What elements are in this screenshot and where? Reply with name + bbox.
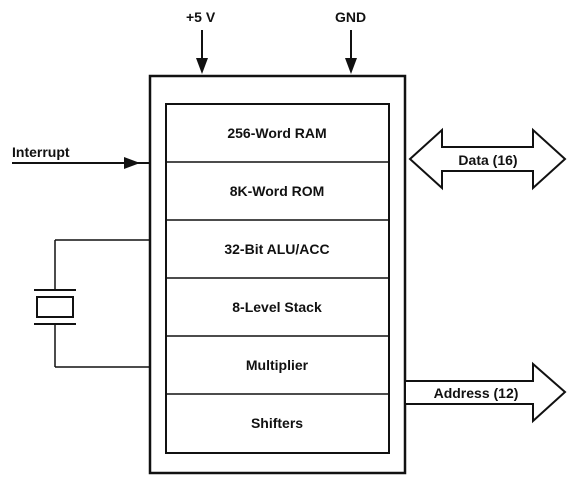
- address-bus-arrow: [404, 361, 567, 424]
- block-ram-label: 256-Word RAM: [227, 125, 326, 141]
- crystal-body: [36, 296, 74, 318]
- vcc-label: +5 V: [186, 9, 216, 25]
- block-alu-label: 32-Bit ALU/ACC: [224, 241, 329, 257]
- block-rom-label: 8K-Word ROM: [230, 183, 325, 199]
- interrupt-label: Interrupt: [12, 144, 70, 160]
- block-multiplier-label: Multiplier: [246, 357, 309, 373]
- interrupt-arrowhead: [124, 157, 140, 169]
- block-shifters-label: Shifters: [251, 415, 303, 431]
- gnd-arrowhead: [345, 58, 357, 74]
- gnd-label: GND: [335, 9, 366, 25]
- chip-outer-box: [148, 74, 407, 475]
- data-bus-arrow: [408, 127, 567, 191]
- address-bus-label: Address (12): [434, 385, 519, 401]
- data-bus-label: Data (16): [458, 152, 517, 168]
- block-stack-label: 8-Level Stack: [232, 299, 322, 315]
- vcc-arrowhead: [196, 58, 208, 74]
